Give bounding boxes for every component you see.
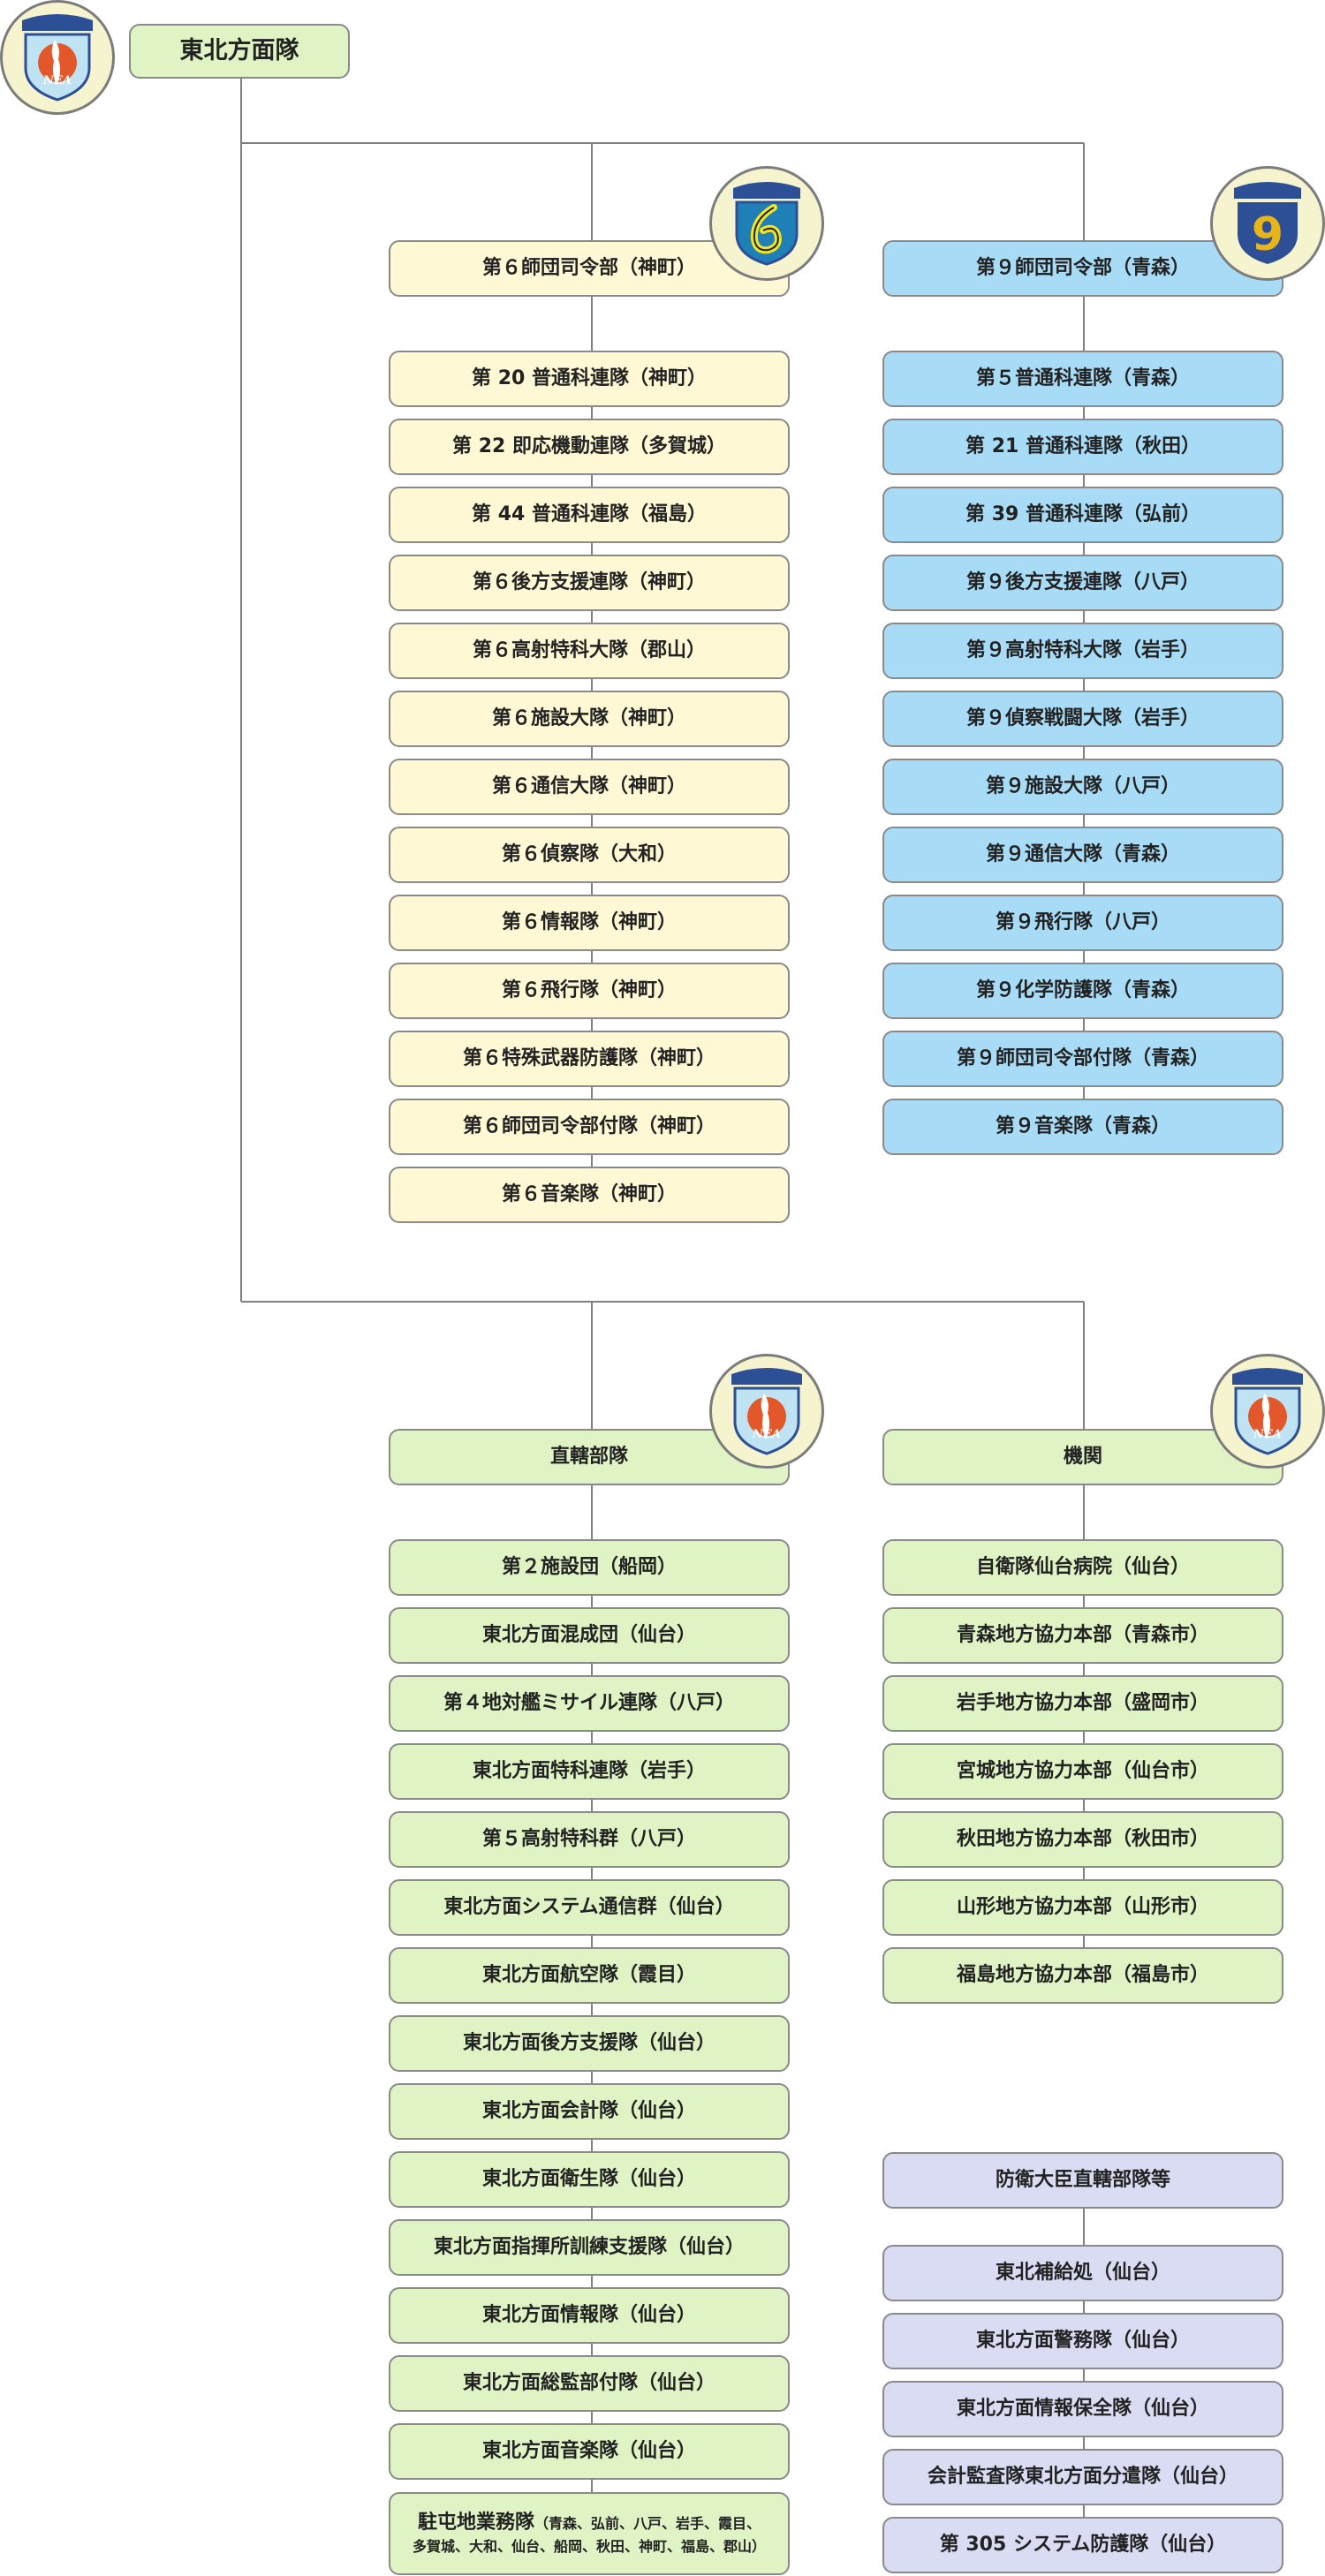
nea-shield-icon: NEA <box>1232 1368 1303 1455</box>
garrison-locations-line2: 多賀城、大和、仙台、船岡、秋田、神町、福島、郡山） <box>412 2538 766 2556</box>
division-6-unit: 第６偵察隊（大和） <box>389 827 790 883</box>
direct-unit: 東北方面衛生隊（仙台） <box>389 2151 790 2208</box>
direct-unit: 東北方面音楽隊（仙台） <box>389 2423 790 2480</box>
division-9-emblem: 9 <box>1210 166 1325 281</box>
direct-unit: 東北方面混成団（仙台） <box>389 1607 790 1664</box>
division-6-unit: 第６高射特科大隊（郡山） <box>389 623 790 679</box>
garrison-locations-line1: （青森、弘前、八戸、岩手、霞目、 <box>534 2515 761 2533</box>
emblem-number: 9 <box>1252 208 1283 261</box>
agency-unit: 福島地方協力本部（福島市） <box>882 1947 1283 2004</box>
division-9-unit: 第９師団司令部付隊（青森） <box>882 1031 1283 1087</box>
division-9-unit: 第５普通科連隊（青森） <box>882 351 1283 407</box>
minister-direct-unit: 東北補給処（仙台） <box>882 2245 1283 2301</box>
logo-text: NEA <box>42 74 72 87</box>
division-9-unit: 第 21 普通科連隊（秋田） <box>882 419 1283 475</box>
division-6-unit: 第６施設大隊（神町） <box>389 691 790 747</box>
direct-units-logo: NEA <box>709 1354 824 1469</box>
direct-unit: 東北方面会計隊（仙台） <box>389 2083 790 2140</box>
division-9-unit: 第９化学防護隊（青森） <box>882 963 1283 1019</box>
stylized-6-emblem-icon <box>733 182 800 266</box>
division-9-unit: 第９飛行隊（八戸） <box>882 895 1283 951</box>
direct-unit: 第４地対艦ミサイル連隊（八戸） <box>389 1675 790 1732</box>
nea-shield-icon: NEA <box>22 14 93 102</box>
minister-direct-unit: 東北方面情報保全隊（仙台） <box>882 2381 1283 2437</box>
nea-logo: NEA <box>0 0 115 115</box>
garrison-title: 駐屯地業務隊 <box>417 2512 534 2534</box>
direct-unit: 第２施設団（船岡） <box>389 1539 790 1596</box>
direct-unit: 東北方面航空隊（霞目） <box>389 1947 790 2004</box>
direct-unit: 東北方面特科連隊（岩手） <box>389 1743 790 1800</box>
agency-unit: 自衛隊仙台病院（仙台） <box>882 1539 1283 1596</box>
division-6-unit: 第 44 普通科連隊（福島） <box>389 487 790 543</box>
garrison-service-units: 駐屯地業務隊（青森、弘前、八戸、岩手、霞目、 多賀城、大和、仙台、船岡、秋田、神… <box>389 2492 790 2575</box>
division-9-unit: 第９通信大隊（青森） <box>882 827 1283 883</box>
agency-unit: 秋田地方協力本部（秋田市） <box>882 1811 1283 1868</box>
direct-unit: 第５高射特科群（八戸） <box>389 1811 790 1868</box>
agencies-logo: NEA <box>1210 1354 1325 1469</box>
direct-unit: 東北方面情報隊（仙台） <box>389 2287 790 2344</box>
minister-direct-header: 防衛大臣直轄部隊等 <box>882 2152 1283 2209</box>
division-6-unit: 第６音楽隊（神町） <box>389 1167 790 1223</box>
division-9-unit: 第９施設大隊（八戸） <box>882 759 1283 815</box>
nea-shield-icon: NEA <box>731 1368 802 1455</box>
agency-unit: 宮城地方協力本部（仙台市） <box>882 1743 1283 1800</box>
direct-unit: 東北方面総監部付隊（仙台） <box>389 2355 790 2412</box>
division-6-unit: 第 20 普通科連隊（神町） <box>389 351 790 407</box>
division-9-hq: 第９師団司令部（青森） <box>882 240 1283 297</box>
direct-unit: 東北方面指揮所訓練支援隊（仙台） <box>389 2219 790 2276</box>
division-6-unit: 第６情報隊（神町） <box>389 895 790 951</box>
division-9-unit: 第９後方支援連隊（八戸） <box>882 555 1283 611</box>
division-6-unit: 第６特殊武器防護隊（神町） <box>389 1031 790 1087</box>
minister-direct-unit: 会計監査隊東北方面分遣隊（仙台） <box>882 2449 1283 2505</box>
agency-unit: 岩手地方協力本部（盛岡市） <box>882 1675 1283 1732</box>
division-6-emblem <box>709 166 824 281</box>
division-6-unit: 第６飛行隊（神町） <box>389 963 790 1019</box>
division-6-unit: 第 22 即応機動連隊（多賀城） <box>389 419 790 475</box>
agency-unit: 青森地方協力本部（青森市） <box>882 1607 1283 1664</box>
minister-direct-unit: 東北方面警務隊（仙台） <box>882 2313 1283 2369</box>
eastern-army-root: 東北方面隊 <box>129 24 350 79</box>
direct-unit: 東北方面後方支援隊（仙台） <box>389 2015 790 2072</box>
agency-unit: 山形地方協力本部（山形市） <box>882 1879 1283 1936</box>
logo-text: NEA <box>1253 1428 1282 1441</box>
number-9-emblem-icon: 9 <box>1234 182 1301 264</box>
division-6-unit: 第６後方支援連隊（神町） <box>389 555 790 611</box>
logo-text: NEA <box>752 1428 781 1441</box>
minister-direct-unit: 第 305 システム防護隊（仙台） <box>882 2517 1283 2573</box>
division-6-unit: 第６師団司令部付隊（神町） <box>389 1099 790 1155</box>
division-9-unit: 第９偵察戦闘大隊（岩手） <box>882 691 1283 747</box>
direct-unit: 東北方面システム通信群（仙台） <box>389 1879 790 1936</box>
division-9-unit: 第 39 普通科連隊（弘前） <box>882 487 1283 543</box>
division-9-unit: 第９音楽隊（青森） <box>882 1099 1283 1155</box>
division-6-unit: 第６通信大隊（神町） <box>389 759 790 815</box>
division-9-unit: 第９高射特科大隊（岩手） <box>882 623 1283 679</box>
